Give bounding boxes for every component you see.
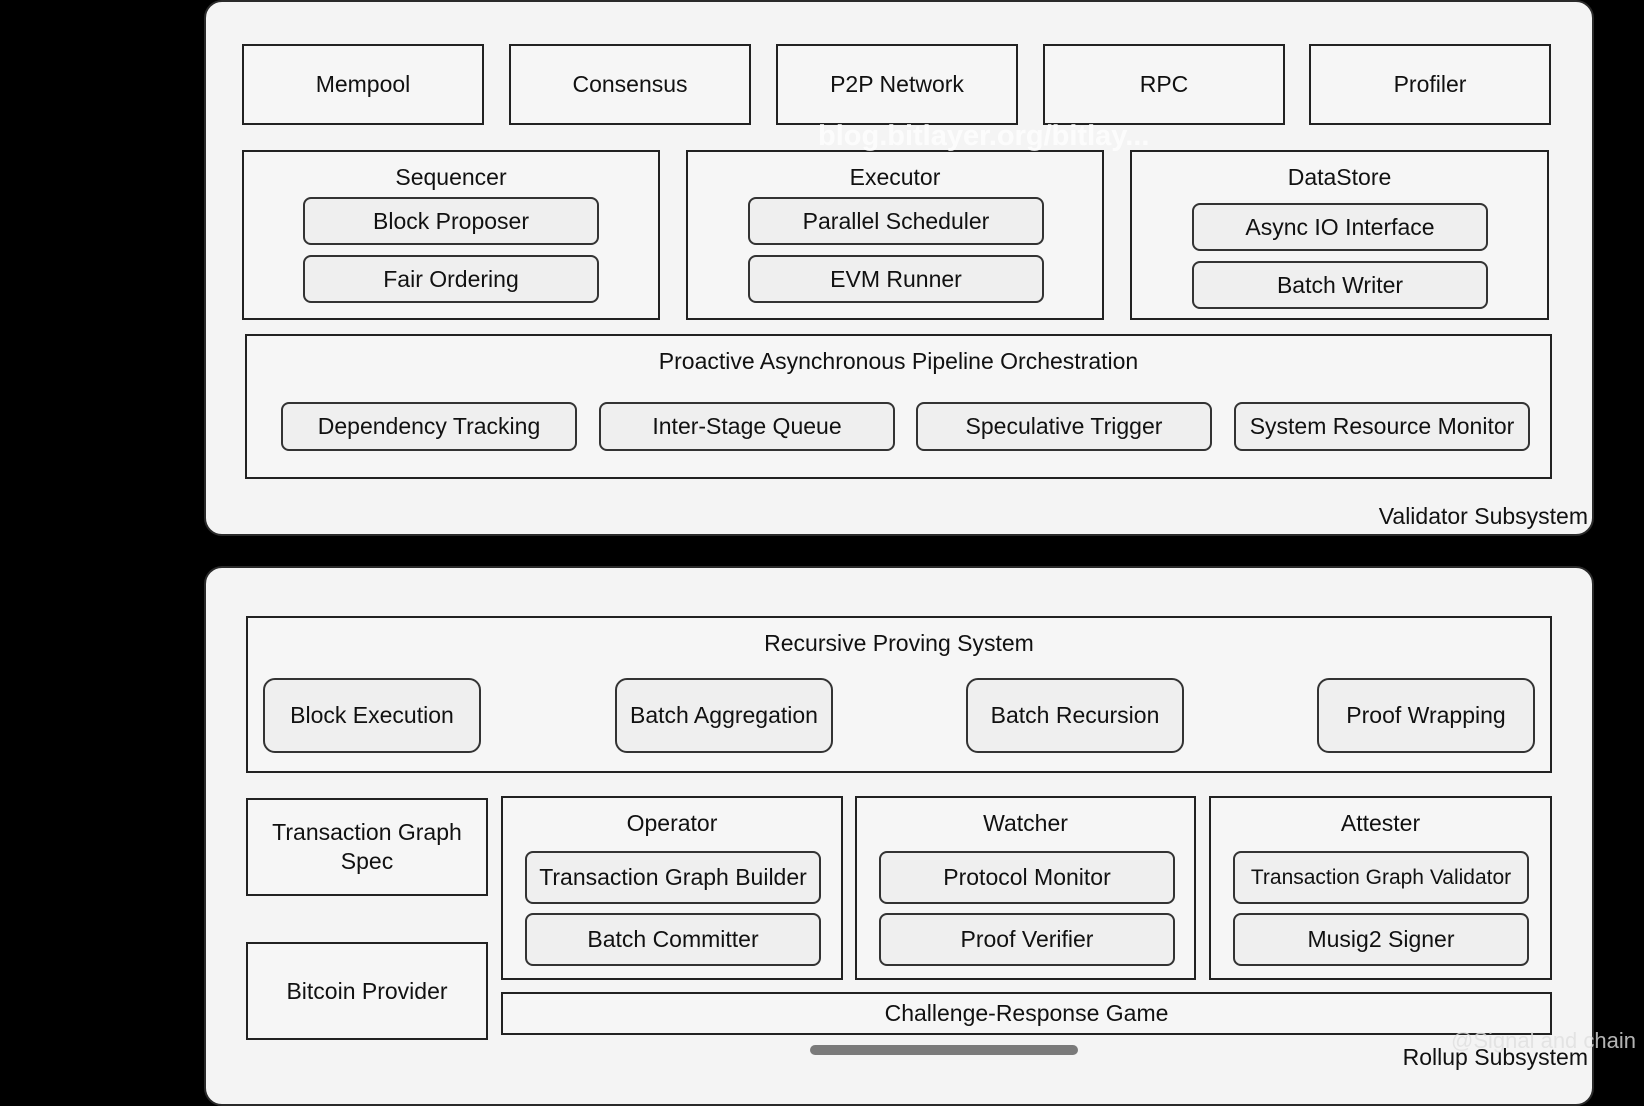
operator-group: Operator Transaction Graph Builder Batch… [501,796,843,980]
bitcoin-provider-box: Bitcoin Provider [246,942,488,1040]
mempool-module: Mempool [242,44,484,125]
sequencer-group: Sequencer Block Proposer Fair Ordering [242,150,660,320]
horizontal-scrollbar[interactable] [810,1045,1078,1055]
fair-ordering-item: Fair Ordering [303,255,599,303]
recursive-proving-title: Recursive Proving System [764,630,1034,656]
async-io-interface-item: Async IO Interface [1192,203,1488,251]
watcher-group: Watcher Protocol Monitor Proof Verifier [855,796,1196,980]
protocol-monitor-item: Protocol Monitor [879,851,1175,904]
transaction-graph-spec-line2: Spec [340,848,394,874]
consensus-module: Consensus [509,44,751,125]
challenge-response-game-box: Challenge-Response Game [501,992,1552,1035]
evm-runner-item: EVM Runner [748,255,1044,303]
executor-group: Executor Parallel Scheduler EVM Runner [686,150,1104,320]
attester-title: Attester [1340,810,1421,836]
pipeline-orchestration-group: Proactive Asynchronous Pipeline Orchestr… [245,334,1552,479]
transaction-graph-spec-line1: Transaction Graph [272,819,462,845]
transaction-graph-builder-item: Transaction Graph Builder [525,851,821,904]
profiler-module: Profiler [1309,44,1551,125]
pipeline-orchestration-title: Proactive Asynchronous Pipeline Orchestr… [658,348,1139,374]
block-proposer-item: Block Proposer [303,197,599,245]
transaction-graph-spec-box: Transaction Graph Spec [246,798,488,896]
attester-group: Attester Transaction Graph Validator Mus… [1209,796,1552,980]
batch-recursion-item: Batch Recursion [966,678,1184,753]
rpc-module: RPC [1043,44,1285,125]
inter-stage-queue-item: Inter-Stage Queue [599,402,895,451]
sequencer-title: Sequencer [395,164,507,190]
batch-aggregation-item: Batch Aggregation [615,678,833,753]
musig2-signer-item: Musig2 Signer [1233,913,1529,966]
system-resource-monitor-item: System Resource Monitor [1234,402,1530,451]
executor-title: Executor [849,164,941,190]
validator-subsystem-label: Validator Subsystem [1378,503,1588,529]
datastore-title: DataStore [1287,164,1392,190]
speculative-trigger-item: Speculative Trigger [916,402,1212,451]
p2p-network-module: P2P Network [776,44,1018,125]
blog-watermark: blog.bitlayer.org/bitlay... [818,120,1150,152]
operator-title: Operator [626,810,718,836]
batch-writer-item: Batch Writer [1192,261,1488,309]
transaction-graph-validator-item: Transaction Graph Validator [1233,851,1529,904]
rollup-subsystem-label: Rollup Subsystem [1402,1044,1588,1070]
dependency-tracking-item: Dependency Tracking [281,402,577,451]
proof-verifier-item: Proof Verifier [879,913,1175,966]
block-execution-item: Block Execution [263,678,481,753]
batch-committer-item: Batch Committer [525,913,821,966]
recursive-proving-group: Recursive Proving System Block Execution… [246,616,1552,773]
corner-watermark: @Signal and chain [1450,1028,1636,1053]
proof-wrapping-item: Proof Wrapping [1317,678,1535,753]
datastore-group: DataStore Async IO Interface Batch Write… [1130,150,1549,320]
watcher-title: Watcher [983,810,1068,836]
parallel-scheduler-item: Parallel Scheduler [748,197,1044,245]
